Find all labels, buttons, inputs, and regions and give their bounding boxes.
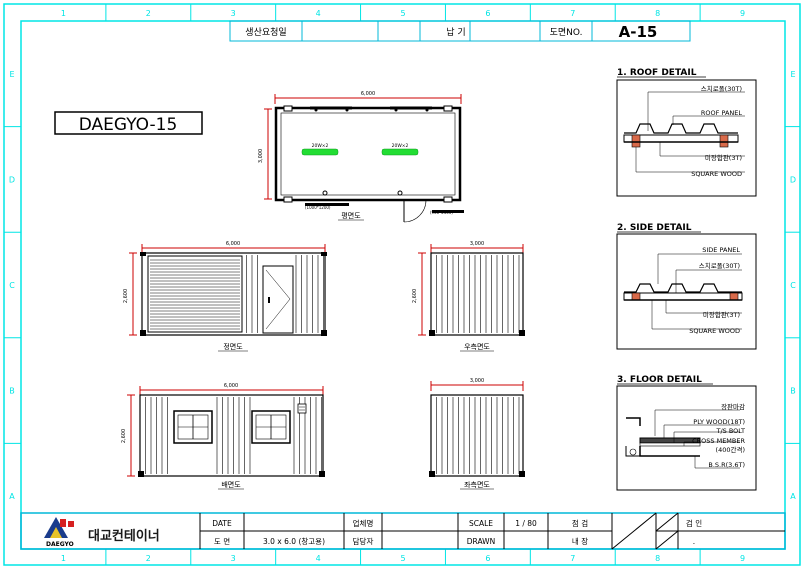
manager-label: 담당자 [353,536,374,546]
back-height-dim: 2,600 [121,429,127,443]
ceiling-lamp-2 [381,148,419,156]
side-label-square-wood: SQUARE WOOD [689,327,740,335]
floor-label-cross-member: CROSS MEMBER [692,437,745,445]
plan-door-note: (900*2100) [430,210,453,215]
lamp-label-2: 20W×2 [392,143,409,149]
roof-label-square-wood: SQUARE WOOD [691,170,742,178]
plan-view: 6,000 3,000 20W×2 20W×2 (1000*1200) (900… [258,91,464,223]
border-number-top: 7 [570,9,575,18]
border-number-bottom: 6 [485,554,490,563]
border-number-bottom: 8 [655,554,660,563]
front-view: 6,000 2,600 정면도 [123,241,327,352]
border-letter-left: C [9,281,15,290]
plan-width-dim: 6,000 [361,91,375,97]
right-side-view: 3,000 2,600 우측면도 [412,241,525,352]
company-label: 업체명 [353,518,374,528]
border-letter-right: C [790,281,796,290]
border-letter-right: B [790,387,796,396]
back-width-dim: 6,000 [224,383,238,389]
border-number-bottom: 3 [231,554,236,563]
border-number-top: 1 [61,9,66,18]
floor-detail: 3. FLOOR DETAIL 장판마감 PLY WOOD(18T) T/S B… [616,375,757,491]
border-letter-left: A [9,492,15,501]
border-number-top: 9 [740,9,745,18]
scale-value: 1 / 80 [515,519,537,528]
side-label-plywood: 미장합판(3T) [703,310,740,319]
border-letter-left: B [9,387,15,396]
border-number-bottom: 4 [316,554,321,563]
plan-depth-dim: 3,000 [258,149,264,163]
left-caption: 좌측면도 [464,480,490,489]
drawing-no: A-15 [619,23,658,41]
model-name-box [54,111,203,135]
date-label: DATE [212,519,232,528]
outer-frame [3,3,801,566]
border-number-top: 6 [485,9,490,18]
inspection-label: 검 인 [686,518,702,528]
header-block [229,20,691,42]
logo-sub: DAEGYO [46,541,74,548]
ceiling-lamp-1 [301,148,339,156]
roof-detail-title: 1. ROOF DETAIL [617,68,697,78]
border-number-bottom: 9 [740,554,745,563]
right-height-dim: 2,600 [412,289,418,303]
drawing-value: 3.0 x 6.0 (창고용) [263,537,325,546]
border-number-top: 3 [231,9,236,18]
border-letter-right: A [790,492,796,501]
left-width-dim: 3,000 [470,378,484,384]
side-detail: 2. SIDE DETAIL SIDE PANEL 스치로폴(30T) 미장합판… [616,223,757,350]
approved-label: 내 장 [572,536,588,546]
floor-label-spacing: (400간격) [716,445,745,454]
border-letter-right: E [790,70,795,79]
border-number-bottom: 5 [400,554,405,563]
checked-label: 점 검 [572,518,588,528]
request-date-label: 생산요청일 [245,27,286,38]
roof-label-plywood: 미장합판(3T) [705,153,742,162]
border-number-bottom: 1 [61,554,66,563]
roof-detail: 1. ROOF DETAIL 스치로폴(30T) ROOF PANEL 미장합판… [616,68,757,197]
border-number-bottom: 2 [146,554,151,563]
back-caption: 배면도 [221,480,241,489]
side-label-styrofoam: 스치로폴(30T) [699,261,740,270]
front-caption: 정면도 [223,342,243,351]
inspection-dot: . [693,537,695,546]
floor-label-plywood: PLY WOOD(18T) [693,418,745,426]
scale-label: SCALE [469,519,493,528]
right-caption: 우측면도 [464,342,490,351]
floor-detail-title: 3. FLOOR DETAIL [617,375,702,385]
logo-text: 대교컨테이너 [88,528,160,544]
company-logo: DAEGYO 대교컨테이너 [44,517,160,548]
plan-caption: 평면도 [341,211,361,220]
side-label-side-panel: SIDE PANEL [702,246,740,254]
front-height-dim: 2,600 [123,289,129,303]
right-width-dim: 3,000 [470,241,484,247]
floor-label-finish: 장판마감 [721,402,745,411]
border-number-top: 5 [400,9,405,18]
border-letter-left: E [9,70,14,79]
floor-label-bolt: T/S BOLT [715,427,745,435]
roof-label-styrofoam: 스치로폴(30T) [701,84,742,93]
delivery-label: 납 기 [446,27,465,38]
drawing-label: 도 면 [214,536,230,546]
border-number-top: 8 [655,9,660,18]
title-block [20,512,786,550]
border-letter-right: D [790,175,796,184]
border-number-top: 4 [316,9,321,18]
floor-label-bsr: B.S.R(3.6T) [708,461,745,469]
roof-label-roof-panel: ROOF PANEL [701,109,742,117]
border-letter-left: D [9,175,15,184]
border-number-bottom: 7 [570,554,575,563]
plan-window-note: (1000*1200) [305,205,331,210]
lamp-label-1: 20W×2 [312,143,329,149]
front-width-dim: 6,000 [226,241,240,247]
model-name: DAEGYO-15 [79,115,178,135]
drawing-no-label: 도면NO. [550,27,583,38]
border-number-top: 2 [146,9,151,18]
drawn-label: DRAWN [467,537,495,546]
left-side-view: 3,000 좌측면도 [429,378,525,490]
side-detail-title: 2. SIDE DETAIL [617,223,692,233]
back-view: 6,000 2,600 배면도 [121,383,325,490]
